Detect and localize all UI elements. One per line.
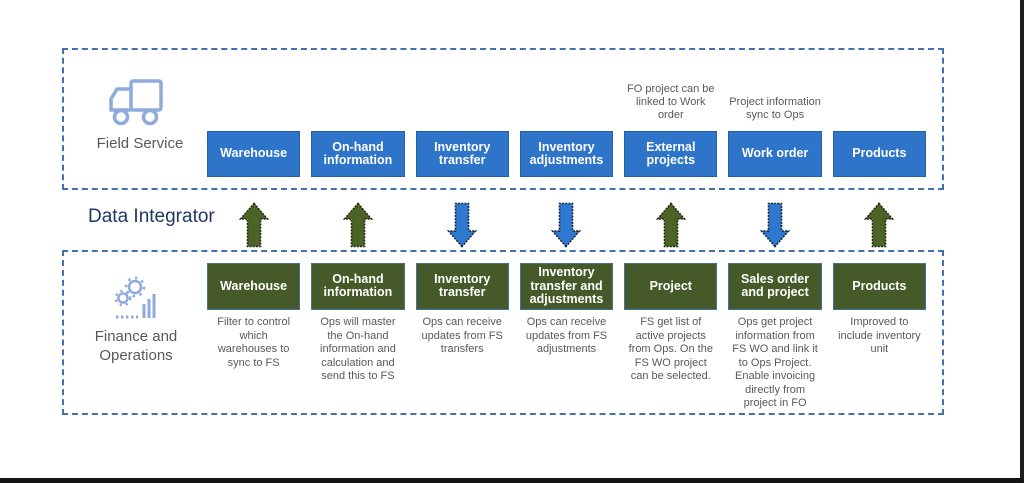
block-arrow-icon: [655, 201, 686, 247]
entity-description: Ops will master the On-hand information …: [320, 316, 396, 382]
field-service-label: Field Service: [96, 135, 184, 152]
sync-direction-arrow: [416, 201, 509, 248]
fo-entity-box: Products: [832, 263, 926, 310]
sync-note: [833, 122, 926, 128]
finance-operations-region: [62, 250, 944, 415]
entity-description: FS get list of active projects from Ops.…: [628, 316, 713, 382]
block-arrow-icon: [864, 201, 895, 247]
data-integrator-label: Data Integrator: [88, 206, 215, 227]
block-arrow-icon: [760, 202, 791, 248]
finance-operations-label: Finance and Operations: [94, 328, 178, 364]
sync-notes-row: FO project can be linked to Work order P…: [207, 82, 926, 128]
fo-entity-box: On-hand information: [311, 263, 405, 310]
fs-entity-box: Warehouse: [207, 131, 301, 177]
sync-note: [311, 122, 404, 128]
fs-entity-box: Products: [832, 131, 926, 177]
block-arrow-icon: [447, 202, 478, 248]
sync-direction-arrow: [833, 201, 926, 248]
fo-entity-box: Sales order and project: [728, 263, 822, 310]
block-arrow-icon: [551, 202, 582, 248]
sync-direction-arrow: [207, 201, 300, 248]
fs-entity-box: External projects: [624, 131, 718, 177]
fo-entity-box: Inventory transfer and adjustments: [519, 263, 614, 310]
entity-description: Ops can receive updates from FS transfer…: [421, 316, 503, 355]
field-service-region: [62, 48, 944, 190]
truck-icon: [106, 76, 170, 135]
entity-descriptions-row: Filter to control which warehouses to sy…: [207, 316, 926, 411]
sync-note: Project information sync to Ops: [729, 96, 821, 121]
fs-entity-box: Inventory adjustments: [519, 131, 614, 177]
block-arrow-icon: [238, 201, 269, 247]
entity-description: Ops can receive updates from FS adjustme…: [525, 316, 608, 355]
fo-entity-box: Inventory transfer: [415, 263, 509, 310]
entity-description: Ops get project information from FS WO a…: [732, 316, 818, 409]
sync-note: [416, 122, 509, 128]
fo-entity-box: Project: [624, 263, 718, 310]
sync-arrows-row: [207, 201, 926, 248]
fs-entity-box: On-hand information: [311, 131, 405, 177]
sync-direction-arrow: [311, 201, 404, 248]
entity-description: Improved to include inventory unit: [838, 316, 921, 355]
sync-note: [520, 122, 613, 128]
sync-direction-arrow: [728, 201, 821, 248]
sync-direction-arrow: [624, 201, 717, 248]
finance-operations-entities-row: Warehouse On-hand information Inventory …: [207, 263, 926, 310]
fo-entity-box: Warehouse: [207, 263, 301, 310]
sync-note: FO project can be linked to Work order: [627, 83, 715, 121]
sync-direction-arrow: [520, 201, 613, 248]
entity-description: Filter to control which warehouses to sy…: [217, 316, 291, 369]
fs-entity-box: Inventory transfer: [415, 131, 509, 177]
fs-entity-box: Work order: [728, 131, 822, 177]
gears-chart-icon: [108, 276, 164, 331]
block-arrow-icon: [342, 201, 373, 247]
field-service-entities-row: Warehouse On-hand information Inventory …: [207, 131, 926, 177]
sync-note: [207, 122, 300, 128]
